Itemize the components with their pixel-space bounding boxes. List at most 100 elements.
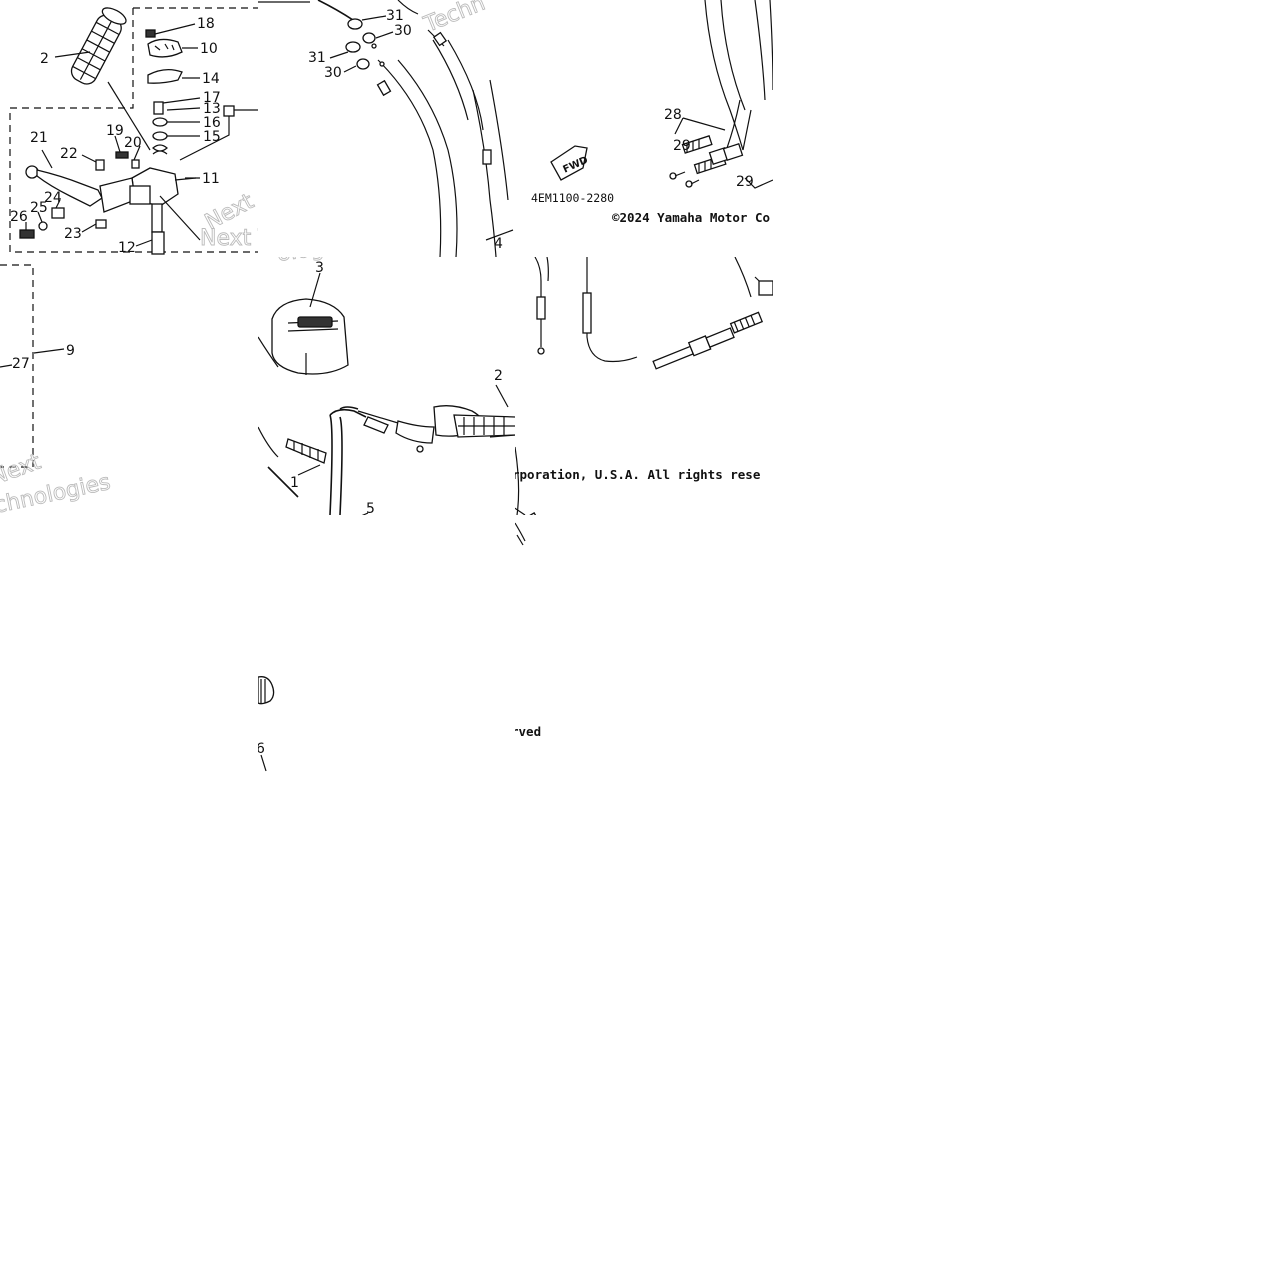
leader-line: [54, 51, 91, 58]
copyright-text: rved: [515, 724, 541, 739]
bracket-part: [51, 207, 65, 219]
tile-lower-fragment: 6: [258, 515, 515, 773]
cover-part: [147, 38, 183, 58]
nut-part: [131, 159, 140, 169]
callout-label: 26: [10, 209, 28, 225]
washer-part: [152, 117, 168, 127]
handlebar-part: [267, 406, 367, 515]
callout-label: 9: [66, 343, 75, 359]
right-grip-throttle: [357, 405, 515, 453]
cable-end-part: [536, 296, 546, 320]
tile-cables-upper: 31 30 31 30 4 Techn: [258, 0, 515, 257]
grip-part: [70, 7, 127, 85]
copyright-text: ©2024 Yamaha Motor Co: [612, 210, 770, 225]
callout-label: 21: [30, 130, 48, 146]
nut-part: [95, 219, 107, 229]
fwd-arrow: FWD: [550, 145, 590, 181]
callout-label: 4: [494, 236, 503, 252]
copyright-end-drawing: rved: [515, 522, 541, 739]
callout-label: 18: [197, 16, 215, 32]
spring-part: [152, 144, 168, 155]
callout-label: 6: [258, 741, 265, 757]
grip-end-part: [258, 676, 275, 705]
bolt-part: [19, 229, 35, 239]
cable-adjuster: [652, 311, 764, 370]
cable-line: [515, 522, 526, 546]
callout-label: 24: [44, 190, 62, 206]
callout-label: 17: [203, 90, 221, 106]
tile-handlebar: 3 2 28 1 5 ologies: [258, 257, 515, 515]
copyright-text: rporation, U.S.A. All rights rese: [515, 467, 761, 482]
gasket-part: [147, 68, 183, 84]
callout-label: 29: [673, 138, 691, 154]
cable-line: [586, 257, 638, 363]
callout-label: 10: [200, 41, 218, 57]
callout-label: 19: [106, 123, 124, 139]
tile-throttle-assembly: 2 18 10 14 17 13 16 15 21 22 19 20 11 24…: [0, 0, 258, 257]
lower-fragment-drawing: 6: [258, 676, 275, 772]
cable-line: [432, 39, 484, 131]
screw-part: [115, 151, 129, 159]
throttle-housing: [99, 167, 201, 241]
callout-label: 30: [394, 23, 412, 39]
callout-label: 5: [366, 501, 375, 515]
bolt-part: [95, 159, 105, 171]
adjuster-part: [376, 79, 392, 97]
dashed-box-drawing: 27 9 Next chnologies: [0, 264, 113, 515]
callout-label: 16: [203, 115, 221, 131]
callout-label: 22: [60, 146, 78, 162]
cable-sleeve: [582, 292, 592, 334]
cable-line: [534, 257, 549, 317]
callout-label: 27: [12, 356, 30, 372]
cable-line: [726, 99, 752, 151]
callout-label: 2: [40, 51, 49, 67]
cable-ends-drawing: FWD 28 29 29 4EM1100-2280 ©2024 Yamaha M…: [531, 0, 773, 225]
callout-label: 11: [202, 171, 220, 187]
throttle-assembly-drawing: 2 18 10 14 17 13 16 15 21 22 19 20 11 24…: [9, 7, 258, 256]
washer-part: [362, 32, 376, 44]
cable-line: [704, 0, 773, 151]
adjuster-part: [432, 31, 448, 47]
nut-part: [347, 18, 363, 30]
throttle-lever: [25, 149, 103, 207]
assembly-frame: [9, 7, 258, 253]
tile-copyright-end: rved: [515, 515, 773, 773]
cable-joint: [482, 149, 492, 165]
callout-label: 31: [386, 8, 404, 24]
callout-label: 31: [308, 50, 326, 66]
cable-tip: [537, 347, 545, 355]
cable-line: [317, 0, 354, 21]
callout-label: 20: [124, 135, 142, 151]
cables-lower-drawing: rporation, U.S.A. All rights rese 7 8: [515, 257, 773, 515]
callout-label: 23: [64, 226, 82, 242]
cable-end-assembly: [669, 135, 744, 188]
switch-housing: [271, 298, 349, 375]
callout-label: 29: [736, 174, 754, 190]
nut-part: [758, 280, 773, 296]
callout-label: 2: [494, 368, 503, 384]
callout-label: 1: [290, 475, 299, 491]
cable-line: [377, 59, 458, 257]
callout-label: 12: [118, 240, 136, 256]
screw-part: [145, 29, 156, 38]
watermark-text: Next Tec: [200, 226, 258, 251]
callout-label: 15: [203, 129, 221, 145]
callout-label: 3: [315, 260, 324, 276]
tile-cable-ends: FWD 28 29 29 4EM1100-2280 ©2024 Yamaha M…: [515, 0, 773, 257]
diagram-code: 4EM1100-2280: [531, 191, 614, 205]
callout-label: 30: [324, 65, 342, 81]
clip-part: [223, 105, 235, 117]
callout-label: 14: [202, 71, 220, 87]
tile-cables-lower: rporation, U.S.A. All rights rese 7 8: [515, 257, 773, 515]
cable-end-part: [151, 231, 165, 255]
nut-part: [345, 41, 361, 53]
cables-upper-drawing: 31 30 31 30 4 Techn: [258, 0, 514, 257]
callout-label: 28: [664, 107, 682, 123]
assembly-frame: [0, 264, 34, 468]
callout-label: 25: [30, 200, 48, 216]
washer-part: [356, 58, 370, 70]
bolt-part: [153, 101, 164, 115]
watermark-text: Techn: [420, 0, 489, 38]
leader-line: [107, 81, 151, 151]
